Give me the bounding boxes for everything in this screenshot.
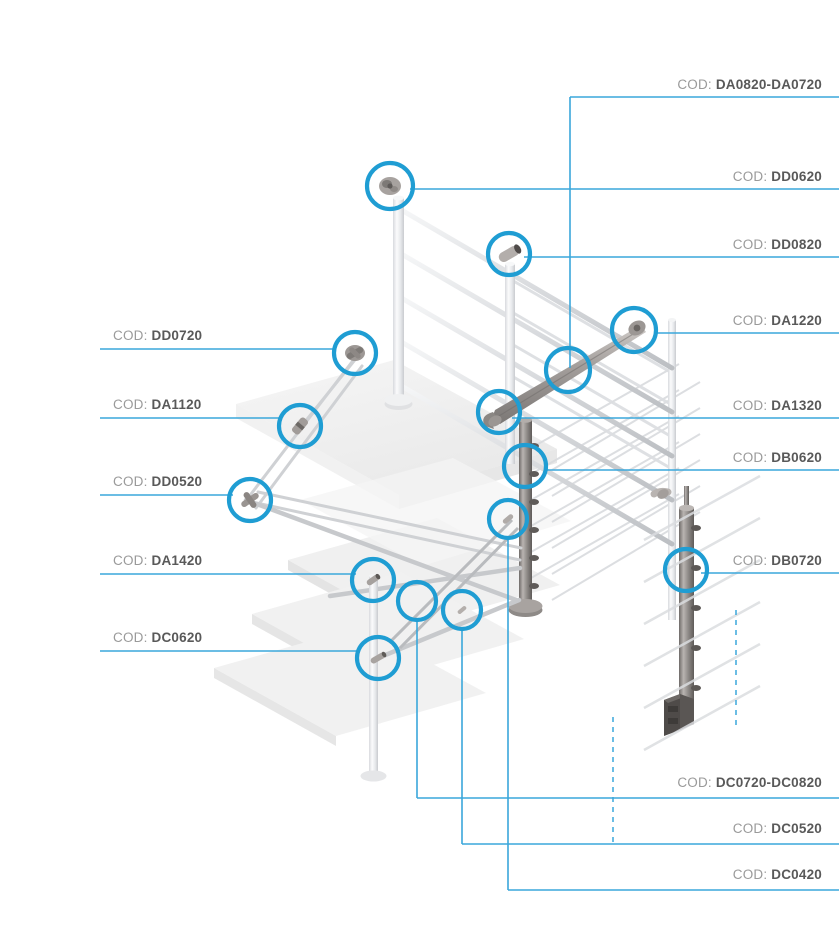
cod-prefix: COD:	[732, 867, 772, 882]
callout-label-da1320: COD: DA1320	[733, 399, 822, 413]
cod-prefix: COD:	[677, 775, 716, 790]
cod-value: DC0720-DC0820	[715, 775, 822, 790]
post-middle	[505, 261, 515, 464]
cod-value: DC0620	[151, 630, 203, 645]
callout-label-db0620: COD: DB0620	[733, 451, 822, 465]
cod-value: DA1420	[151, 553, 203, 568]
cod-prefix: COD:	[113, 630, 152, 645]
cod-value: DC0520	[771, 821, 822, 836]
callout-label-dc0420: COD: DC0420	[733, 868, 822, 882]
cod-prefix: COD:	[113, 397, 152, 412]
cod-value: DA1120	[151, 397, 202, 412]
callout-label-dd0820: COD: DD0820	[733, 238, 822, 252]
cod-value: DD0520	[151, 474, 203, 489]
cod-prefix: COD:	[732, 553, 772, 568]
cod-value: DA1220	[771, 313, 822, 328]
cod-prefix: COD:	[732, 237, 772, 252]
cod-value: DD0620	[771, 169, 822, 184]
cod-prefix: COD:	[113, 553, 152, 568]
cod-prefix: COD:	[677, 77, 716, 92]
callout-label-dc0720-dc0820: COD: DC0720-DC0820	[677, 776, 822, 790]
cod-prefix: COD:	[113, 474, 152, 489]
callout-label-dd0620: COD: DD0620	[733, 170, 822, 184]
callout-label-da1420: COD: DA1420	[113, 554, 202, 568]
cod-value: DD0720	[151, 328, 203, 343]
cod-prefix: COD:	[732, 821, 772, 836]
detail-post-assembly	[643, 474, 761, 752]
callout-label-dd0520: COD: DD0520	[113, 475, 202, 489]
cod-prefix: COD:	[732, 398, 772, 413]
callout-label-da1120: COD: DA1120	[113, 398, 202, 412]
cod-prefix: COD:	[113, 328, 152, 343]
cod-value: DB0620	[771, 450, 822, 465]
cod-value: DA1320	[771, 398, 822, 413]
base-bracket	[664, 694, 694, 736]
callout-label-da0820-da0720: COD: DA0820-DA0720	[677, 78, 822, 92]
callout-label-db0720: COD: DB0720	[733, 554, 822, 568]
cod-value: DA0820-DA0720	[715, 77, 822, 92]
cod-value: DD0820	[771, 237, 822, 252]
cod-value: DB0720	[771, 553, 822, 568]
cod-value: DC0420	[771, 867, 822, 882]
cod-prefix: COD:	[732, 450, 772, 465]
callout-label-da1220: COD: DA1220	[733, 314, 822, 328]
callout-label-dd0720: COD: DD0720	[113, 329, 202, 343]
cod-prefix: COD:	[732, 169, 772, 184]
callout-label-dc0520: COD: DC0520	[733, 822, 822, 836]
callout-label-dc0620: COD: DC0620	[113, 631, 202, 645]
cod-prefix: COD:	[732, 313, 772, 328]
post-left-tall	[384, 195, 413, 410]
post-rear-right	[668, 318, 676, 620]
